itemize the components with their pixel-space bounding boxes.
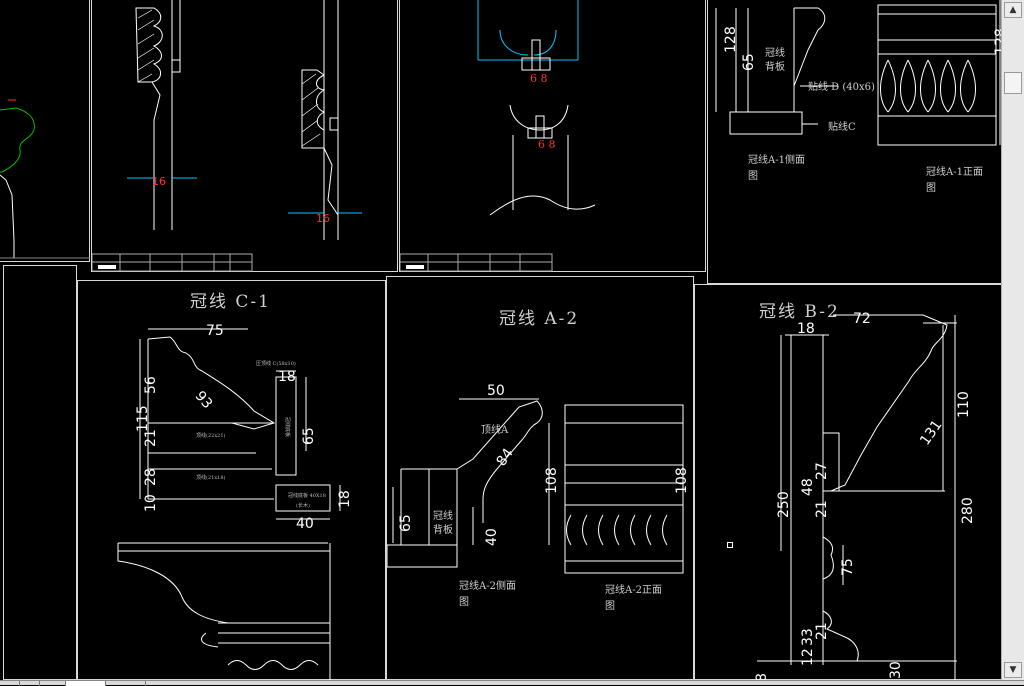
a1-side-caption-2: 图: [748, 170, 758, 182]
b2-dim-110: 110: [956, 391, 972, 418]
panel-a2: 冠线 A-2 50 84 108 108 65 40 顶线A: [386, 276, 694, 680]
crown-a1-drawing: 128 65 冠线 背板 贴线 D (40x6) 贴线C 冠线A-1侧面 图 1…: [715, 0, 1002, 194]
c1-dim-40: 40: [296, 516, 314, 532]
c1-dim-93: 93: [192, 388, 216, 412]
a2-front-caption: 冠线A-2正面: [605, 583, 662, 596]
crown-a2-drawing: 冠线 A-2 50 84 108 108 65 40 顶线A: [387, 309, 690, 612]
b2-dim-33: 33: [800, 628, 816, 646]
dim-a1-128b: 128: [993, 28, 1002, 55]
crown-c1-drawing: 冠线 C-1 75 56 93 18 115 65 21 28 10 40 1: [117, 292, 353, 681]
a2-front-caption-2: 图: [605, 600, 615, 612]
c1-dim-75: 75: [206, 323, 224, 339]
tab-nav-prev[interactable]: [20, 681, 40, 686]
a2-title: 冠线 A-2: [499, 309, 579, 329]
panel-a1: 128 65 冠线 背板 贴线 D (40x6) 贴线C 冠线A-1侧面 图 1…: [707, 0, 1002, 284]
crown-b2-drawing: 冠线 B-2 72 18 110 131 250 27 48 21: [754, 302, 976, 681]
b2-dim-72: 72: [853, 311, 871, 327]
c1-dim-28: 28: [143, 468, 159, 486]
c1-dim-10: 10: [143, 494, 159, 512]
a2-note-back: 背板: [433, 523, 453, 536]
vertical-scrollbar[interactable]: ▲ ▼: [1001, 0, 1024, 680]
c1-note-top: 压顶线 C(58x10): [256, 360, 296, 367]
a2-dim-108: 108: [544, 467, 560, 494]
b2-dim-280: 280: [960, 497, 976, 524]
tab-model[interactable]: [66, 681, 106, 686]
dim-a1-65: 65: [741, 53, 757, 71]
panel-b2: 冠线 B-2 72 18 110 131 250 27 48 21: [694, 284, 1001, 681]
a2-side-caption: 冠线A-2侧面: [459, 579, 516, 592]
b2-dim-21: 21: [814, 500, 830, 518]
dim-top-left-1: 16: [152, 175, 166, 188]
c1-note-a: 顶线(22x21): [196, 432, 225, 439]
a2-dim-108b: 108: [674, 467, 690, 494]
svg-text:6 8: 6 8: [530, 72, 548, 85]
b2-dim-12: 12: [800, 648, 816, 666]
b2-dim-27: 27: [814, 462, 830, 480]
a2-note-toplinea: 顶线A: [481, 423, 509, 436]
a2-dim-40: 40: [484, 528, 500, 546]
c1-title: 冠线 C-1: [190, 292, 271, 312]
tab-nav-next[interactable]: [40, 681, 66, 686]
b2-dim-250: 250: [776, 491, 792, 518]
a1-note-trim-d: 贴线 D (40x6): [808, 80, 875, 93]
c1-note-wood: (长木): [296, 502, 310, 509]
b2-dim-75: 75: [840, 558, 856, 576]
scroll-down-button[interactable]: ▼: [1004, 662, 1022, 678]
b2-dim-48: 48: [800, 478, 816, 496]
b2-dim-8: 8: [754, 673, 770, 681]
c1-dim-21: 21: [143, 429, 159, 447]
partial-profile-drawing: [0, 99, 90, 259]
dim-top-left-2: 16: [316, 212, 330, 225]
a2-dim-50: 50: [487, 383, 505, 399]
b2-dim-30: 30: [888, 661, 904, 679]
a1-front-caption-2: 图: [926, 182, 936, 194]
b2-dim-131: 131: [917, 417, 945, 448]
tab-layout1[interactable]: [106, 681, 146, 686]
b2-dim-21b: 21: [814, 622, 830, 640]
a1-note-backboard: 背板: [765, 60, 785, 73]
a1-front-caption: 冠线A-1正面: [926, 165, 983, 178]
layout-tab-bar: [0, 680, 1024, 686]
c1-dim-56: 56: [143, 376, 159, 394]
a1-note-trim-c: 贴线C: [828, 120, 856, 133]
scroll-thumb[interactable]: [1004, 72, 1022, 94]
panel-top-partial: [0, 0, 90, 262]
a2-note-crown: 冠线: [433, 509, 453, 522]
b2-title: 冠线 B-2: [759, 302, 840, 322]
panel-top-2: 6 8 6 8: [399, 0, 706, 272]
profile-section-drawing-2: 6 8 6 8: [400, 0, 596, 272]
a2-side-caption-2: 图: [459, 596, 469, 608]
c1-dim-65: 65: [301, 427, 317, 445]
b2-dim-18: 18: [797, 321, 815, 337]
c1-dim-18: 18: [278, 369, 296, 385]
cad-canvas[interactable]: 16 16: [0, 0, 1002, 681]
cursor-pickbox: [727, 542, 733, 548]
c1-dim-18b: 18: [337, 490, 353, 508]
c1-note-base: 冠线底板 40X18: [288, 492, 326, 499]
scroll-up-button[interactable]: ▲: [1004, 2, 1022, 18]
c1-dim-115: 115: [135, 405, 151, 432]
c1-note-b: 顶线(21x18): [196, 474, 225, 481]
panel-top-1: 16 16: [91, 0, 398, 272]
panel-c1: 冠线 C-1 75 56 93 18 115 65 21 28 10 40 1: [77, 280, 386, 681]
a1-side-caption: 冠线A-1侧面: [748, 153, 805, 166]
dim-a1-128: 128: [723, 26, 739, 53]
a2-dim-65: 65: [398, 514, 414, 532]
panel-left-narrow: [3, 265, 77, 680]
c1-note-backboard: 冠线底板: [284, 417, 291, 437]
tab-nav-first[interactable]: [0, 681, 20, 686]
a2-dim-84: 84: [493, 445, 516, 469]
a1-note-crown: 冠线: [765, 46, 785, 59]
profile-section-drawing-1: 16 16: [92, 0, 362, 272]
svg-text:6 8: 6 8: [538, 138, 556, 151]
